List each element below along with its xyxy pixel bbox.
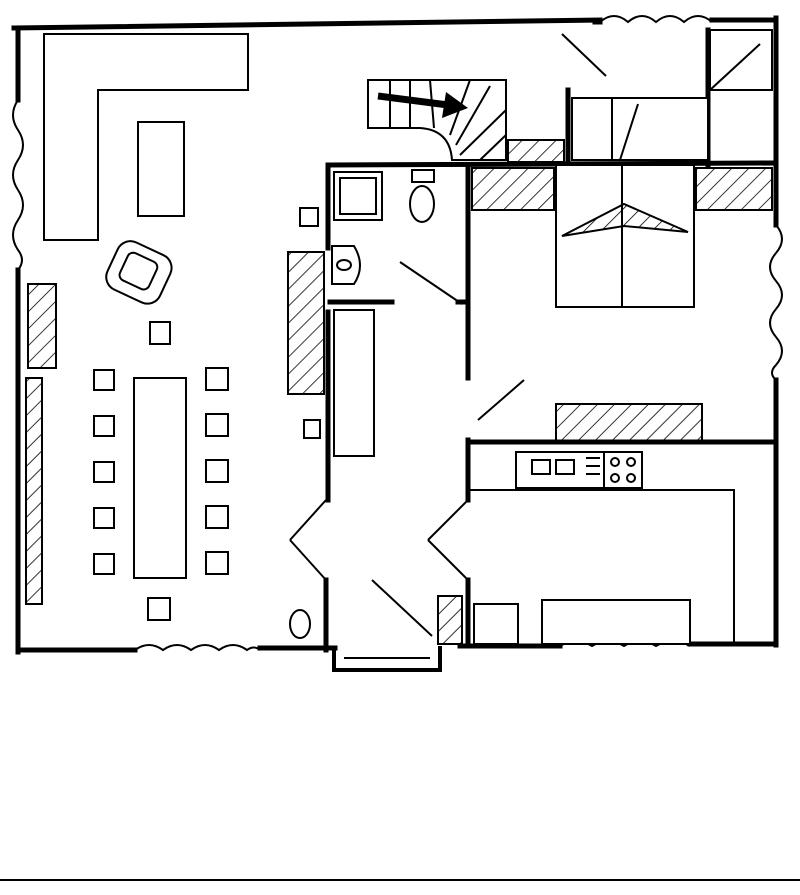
stove-burner <box>626 457 636 467</box>
bedroom-door-swing <box>477 379 525 421</box>
sideboard <box>287 251 325 395</box>
hall-closet <box>333 309 375 457</box>
upper-door-swing <box>561 33 607 77</box>
dining-chair <box>93 507 115 529</box>
bed-pillow <box>561 202 689 237</box>
cabinet <box>571 97 709 161</box>
stair-landing-hatch <box>507 139 565 163</box>
break-lines <box>12 15 783 652</box>
stove-burner <box>610 473 620 483</box>
living-dining-area <box>25 33 325 639</box>
entry-cabinet <box>437 595 463 645</box>
wall-cabinet <box>27 283 57 369</box>
dining-chair <box>147 597 171 621</box>
toilet-bowl <box>409 185 435 223</box>
dining-chair <box>93 553 115 575</box>
kitchen <box>468 451 735 645</box>
coffee-table <box>137 121 185 217</box>
bed <box>555 164 695 308</box>
washbasin <box>331 245 361 285</box>
corner-sofa <box>43 33 249 241</box>
sink-basin <box>555 459 575 475</box>
dining-chair <box>93 415 115 437</box>
stove-burner <box>610 457 620 467</box>
dining-chair <box>93 369 115 391</box>
stair-direction-arrow <box>377 92 457 110</box>
armchair <box>105 240 173 305</box>
stair-arrow-head <box>442 92 468 118</box>
dining-chair <box>205 505 229 529</box>
bedroom-wardrobe-hatch <box>695 167 773 211</box>
bathroom-door-swing <box>399 261 463 305</box>
dining-chair <box>205 459 229 483</box>
small-stool <box>303 419 321 439</box>
wall-cabinet <box>25 377 43 605</box>
dining-chair <box>205 551 229 575</box>
dining-table <box>133 377 187 579</box>
stair <box>367 79 565 163</box>
toilet-tank <box>411 169 435 183</box>
entry-step <box>332 646 442 672</box>
side-stool <box>149 321 171 345</box>
dining-chair <box>205 367 229 391</box>
dresser <box>555 403 703 443</box>
exterior-walls <box>11 15 779 655</box>
bedroom-wardrobe-hatch <box>471 167 555 211</box>
entry-door-swing <box>371 579 433 637</box>
bedroom <box>471 164 773 443</box>
dining-chair <box>205 413 229 437</box>
small-stool <box>299 207 319 227</box>
upper-right-room <box>561 29 773 161</box>
sink-basin <box>531 459 551 475</box>
kitchen-table <box>541 599 691 645</box>
kitchen-island <box>468 489 735 642</box>
kitchen-stool <box>473 603 519 645</box>
bathroom <box>331 169 463 305</box>
plant-pot <box>289 609 311 639</box>
dining-chair <box>93 461 115 483</box>
entry <box>289 499 469 672</box>
stove-burner <box>626 473 636 483</box>
stove <box>603 451 643 489</box>
